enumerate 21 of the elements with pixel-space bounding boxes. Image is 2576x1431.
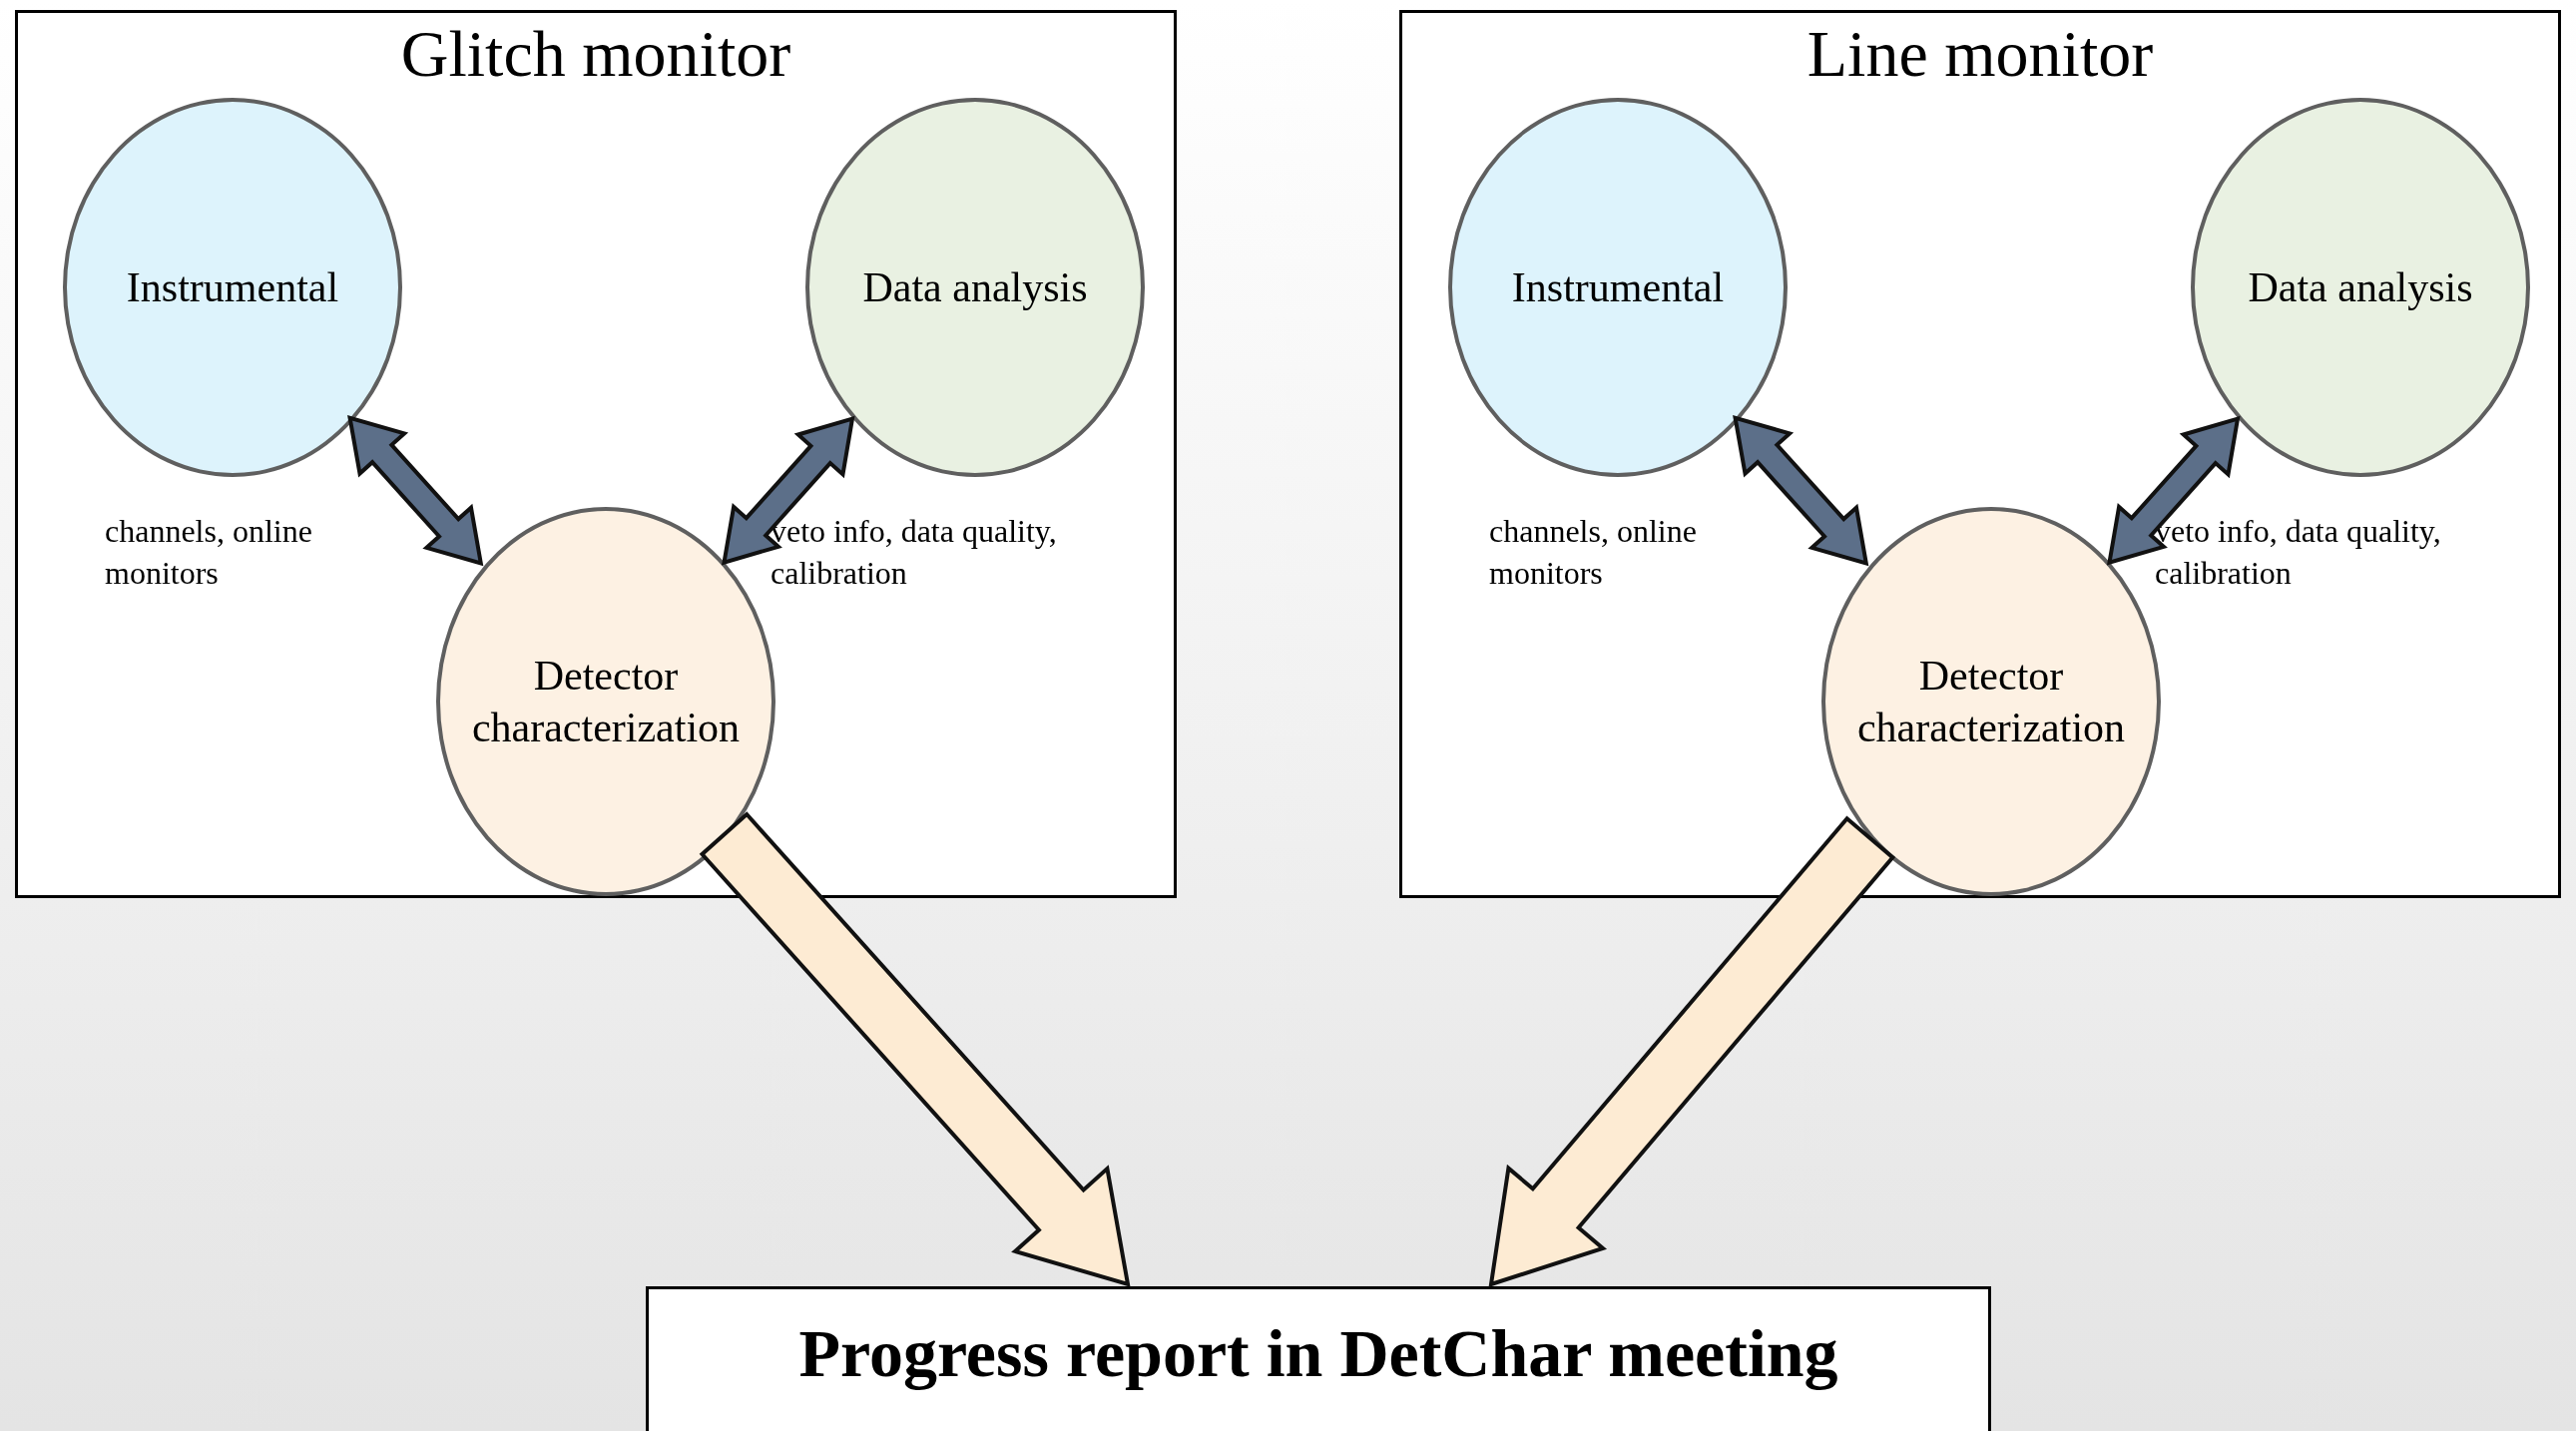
ellipse-label: Data analysis (861, 262, 1089, 312)
block-arrow (347, 415, 484, 567)
block-arrow (722, 415, 855, 566)
ellipse-label: Instrumental (1510, 262, 1726, 312)
block-arrow (1733, 415, 1869, 567)
block-arrow (2107, 415, 2241, 566)
block-arrow (699, 811, 1131, 1287)
monitor-panel (1399, 10, 2561, 898)
ellipse-label: Detector characterization (470, 651, 742, 752)
block-arrow (1488, 815, 1896, 1287)
monitor-panel (15, 10, 1177, 898)
annotation-text: channels, online monitors (105, 512, 313, 593)
annotation-text: channels, online monitors (1489, 512, 1698, 593)
ellipse-label: Data analysis (2247, 262, 2474, 312)
ellipse-label: Instrumental (125, 262, 340, 312)
annotation-text: veto info, data quality, calibration (2155, 512, 2442, 593)
panel-title: Glitch monitor (399, 21, 792, 87)
report-box (646, 1286, 1991, 1431)
panel-title: Line monitor (1805, 21, 2155, 87)
ellipse-label: Detector characterization (1855, 651, 2127, 752)
annotation-text: veto info, data quality, calibration (771, 512, 1058, 593)
